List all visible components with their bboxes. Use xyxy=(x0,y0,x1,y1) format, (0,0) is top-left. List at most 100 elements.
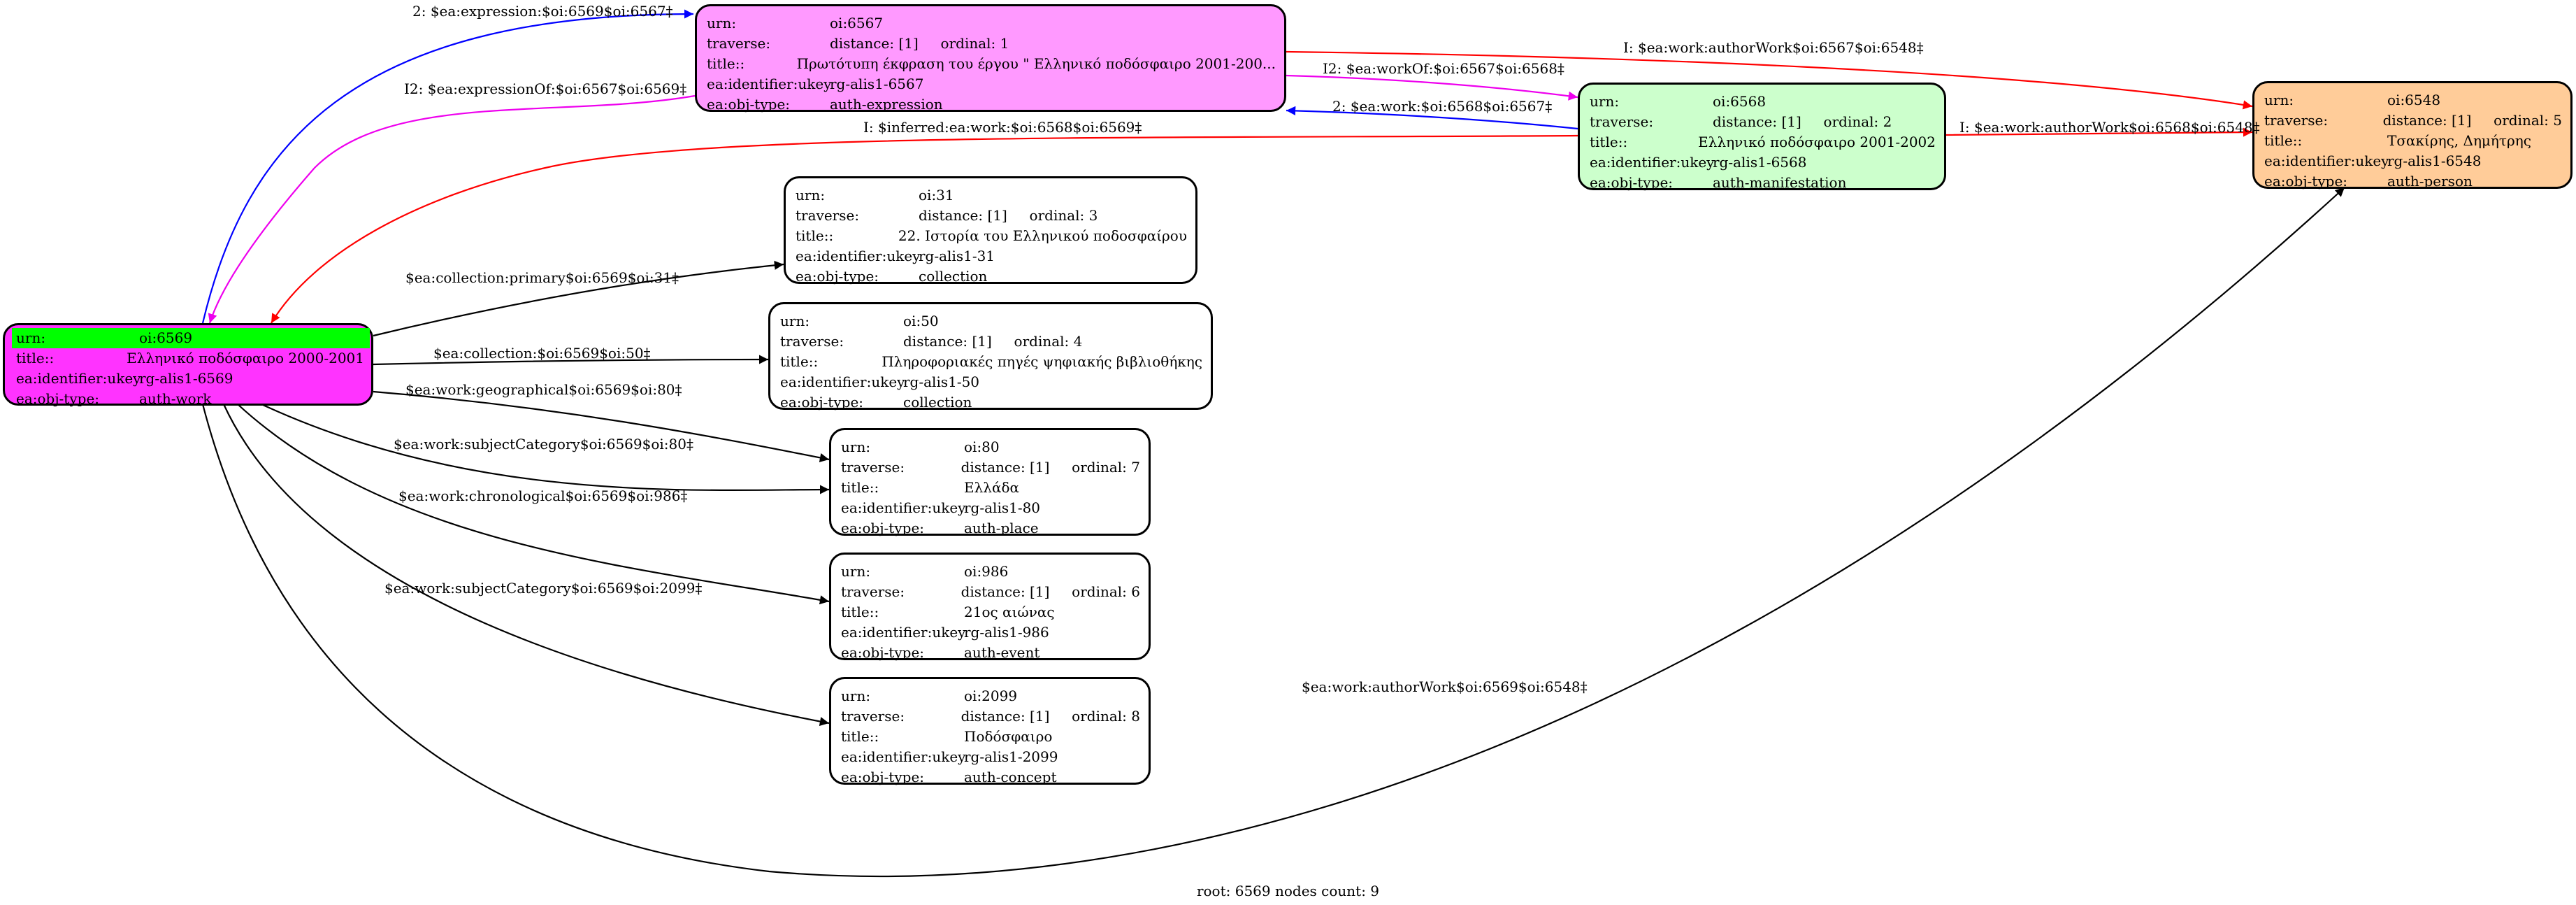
edge-inferred xyxy=(271,134,1578,324)
title-value: Ελλάδα xyxy=(964,479,1020,496)
traverse-label: traverse: xyxy=(841,459,905,476)
edge-label-chronological: $ea:work:chronological$oi:6569$oi:986‡ xyxy=(398,487,688,504)
title-label: title:: xyxy=(841,479,879,496)
objtype-label: ea:obj-type: xyxy=(796,268,879,285)
ukey-value: rg-alis1-31 xyxy=(919,248,995,264)
title-value: Τσακίρης, Δημήτρης xyxy=(2387,132,2531,149)
traverse-value: distance: [1] ordinal: 3 xyxy=(919,207,1098,224)
urn-label: urn: xyxy=(841,563,871,580)
urn-value: oi:6567 xyxy=(830,15,884,31)
edge-author-work-6567 xyxy=(1286,50,2253,110)
urn-label: urn: xyxy=(1590,93,1620,110)
edge-label-expression-of: I2: $ea:expressionOf:$oi:6567$oi:6569‡ xyxy=(404,80,687,97)
edge-label-work-of: I2: $ea:workOf:$oi:6567$oi:6568‡ xyxy=(1323,60,1564,77)
edge-label-expression: 2: $ea:expression:$oi:6569$oi:6567‡ xyxy=(412,3,673,20)
node-oi-986[interactable]: urn:oi:986 traverse:distance: [1] ordina… xyxy=(829,553,1151,661)
traverse-label: traverse: xyxy=(796,207,860,224)
edge-geographical xyxy=(373,390,830,462)
traverse-value: distance: [1] ordinal: 4 xyxy=(903,333,1083,350)
edge-label-collection-primary: $ea:collection:primary$oi:6569$oi:31‡ xyxy=(405,269,679,286)
edge-expression xyxy=(201,9,694,324)
objtype-label: ea:obj-type: xyxy=(2264,173,2348,190)
node-oi-80[interactable]: urn:oi:80 traverse:distance: [1] ordinal… xyxy=(829,428,1151,536)
urn-label: urn: xyxy=(796,187,826,204)
objtype-value: auth-expression xyxy=(830,96,943,113)
title-label: title:: xyxy=(796,227,834,244)
objtype-label: ea:obj-type: xyxy=(780,394,864,411)
node-oi-31[interactable]: urn: oi:31 traverse: distance: [1] ordinal… xyxy=(784,176,1197,285)
objtype-value: auth-place xyxy=(964,520,1039,536)
urn-label: urn: xyxy=(841,439,871,455)
urn-value: oi:6548 xyxy=(2387,92,2441,108)
edge-author-work-6569 xyxy=(201,187,2345,878)
urn-label: urn: xyxy=(16,329,46,346)
ukey-label: ea:identifier:ukey xyxy=(841,624,966,641)
title-label: title:: xyxy=(780,353,819,370)
edge-label-geographical: $ea:work:geographical$oi:6569$oi:80‡ xyxy=(405,381,682,398)
urn-value: oi:6568 xyxy=(1713,93,1766,110)
urn-label: urn: xyxy=(2264,92,2294,108)
edge-chronological xyxy=(237,404,830,605)
objtype-value: collection xyxy=(919,268,988,285)
ukey-value: rg-alis1-6569 xyxy=(139,370,233,387)
title-label: title:: xyxy=(1590,134,1628,150)
node-oi-6548[interactable]: urn:oi:6548 traverse:distance: [1] ordin… xyxy=(2252,81,2573,190)
edge-expression-of xyxy=(208,94,696,324)
traverse-value: distance: [1] ordinal: 8 xyxy=(960,708,1140,725)
ukey-value: rg-alis1-986 xyxy=(964,624,1049,641)
node-oi-6567[interactable]: urn:oi:6567 traverse:distance: [1] ordin… xyxy=(695,4,1286,113)
edge-label-collection-50: $ea:collection:$oi:6569$oi:50‡ xyxy=(433,345,651,362)
urn-value: oi:2099 xyxy=(964,687,1018,704)
title-value: Πληροφοριακές πηγές ψηφιακής βιβλιοθήκης xyxy=(882,353,1202,370)
ukey-label: ea:identifier:ukey xyxy=(2264,152,2389,169)
ukey-label: ea:identifier:ukey xyxy=(1590,154,1715,171)
objtype-label: ea:obj-type: xyxy=(841,520,925,536)
traverse-value: distance: [1] ordinal: 5 xyxy=(2382,112,2562,129)
node-oi-6568[interactable]: urn:oi:6568 traverse:distance: [1] ordin… xyxy=(1578,83,1946,191)
edge-subject-category-2099 xyxy=(223,404,830,727)
ukey-value: rg-alis1-80 xyxy=(964,499,1041,516)
title-label: title:: xyxy=(841,604,879,620)
objtype-value: auth-concept xyxy=(964,769,1057,785)
objtype-label: ea:obj-type: xyxy=(841,644,925,661)
edge-label-author-work-6567: I: $ea:work:authorWork$oi:6567$oi:6548‡ xyxy=(1623,39,1924,56)
node-oi-6569[interactable]: urn:oi:6569 title::Ελληνικό ποδόσφαιρο 2… xyxy=(3,323,373,407)
objtype-value: auth-manifestation xyxy=(1713,174,1847,191)
edge-collection-primary xyxy=(373,260,784,337)
objtype-label: ea:obj-type: xyxy=(707,96,791,113)
edge-collection-50 xyxy=(373,355,769,366)
edge-subject-category-80 xyxy=(261,404,830,494)
urn-value: oi:31 xyxy=(919,187,954,204)
title-label: title:: xyxy=(707,55,745,72)
ukey-value: rg-alis1-50 xyxy=(903,373,980,390)
edge-label-work-6568: 2: $ea:work:$oi:6568$oi:6567‡ xyxy=(1332,98,1553,115)
title-label: title:: xyxy=(2264,132,2303,149)
ukey-label: ea:identifier:ukey xyxy=(780,373,905,390)
traverse-label: traverse: xyxy=(1590,113,1654,130)
objtype-label: ea:obj-type: xyxy=(16,390,100,407)
ukey-label: ea:identifier:ukey xyxy=(841,499,966,516)
title-value: Ελληνικό ποδόσφαιρο 2000-2001 xyxy=(127,350,364,366)
node-oi-50[interactable]: urn:oi:50 traverse:distance: [1] ordinal… xyxy=(768,302,1213,411)
urn-label: urn: xyxy=(841,687,871,704)
objtype-value: auth-person xyxy=(2387,173,2473,190)
ukey-value: rg-alis1-6568 xyxy=(1713,154,1807,171)
edge-label-subject-category-2099: $ea:work:subjectCategory$oi:6569$oi:2099… xyxy=(384,580,703,597)
edge-author-work-6568 xyxy=(1945,127,2253,137)
urn-value: oi:6569 xyxy=(139,329,193,346)
edge-label-inferred: I: $inferred:ea:work:$oi:6568$oi:6569‡ xyxy=(863,119,1142,136)
node-oi-2099[interactable]: urn: oi:2099 traverse: distance: [1] ordin… xyxy=(829,677,1151,785)
ukey-label: ea:identifier:ukey xyxy=(841,748,966,765)
title-value: Πρωτότυπη έκφραση του έργου " Ελληνικό π… xyxy=(796,55,1276,72)
footer-caption: root: 6569 nodes count: 9 xyxy=(1196,883,1380,899)
traverse-label: traverse: xyxy=(707,35,771,52)
edge-label-subject-category-80: $ea:work:subjectCategory$oi:6569$oi:80‡ xyxy=(394,436,693,452)
traverse-label: traverse: xyxy=(841,708,905,725)
ukey-value: rg-alis1-6567 xyxy=(830,76,924,92)
urn-value: oi:80 xyxy=(964,439,1000,455)
traverse-value: distance: [1] ordinal: 1 xyxy=(830,35,1009,52)
objtype-value: auth-event xyxy=(964,644,1040,661)
ukey-value: rg-alis1-2099 xyxy=(964,748,1058,765)
edge-work-of xyxy=(1286,74,1578,101)
